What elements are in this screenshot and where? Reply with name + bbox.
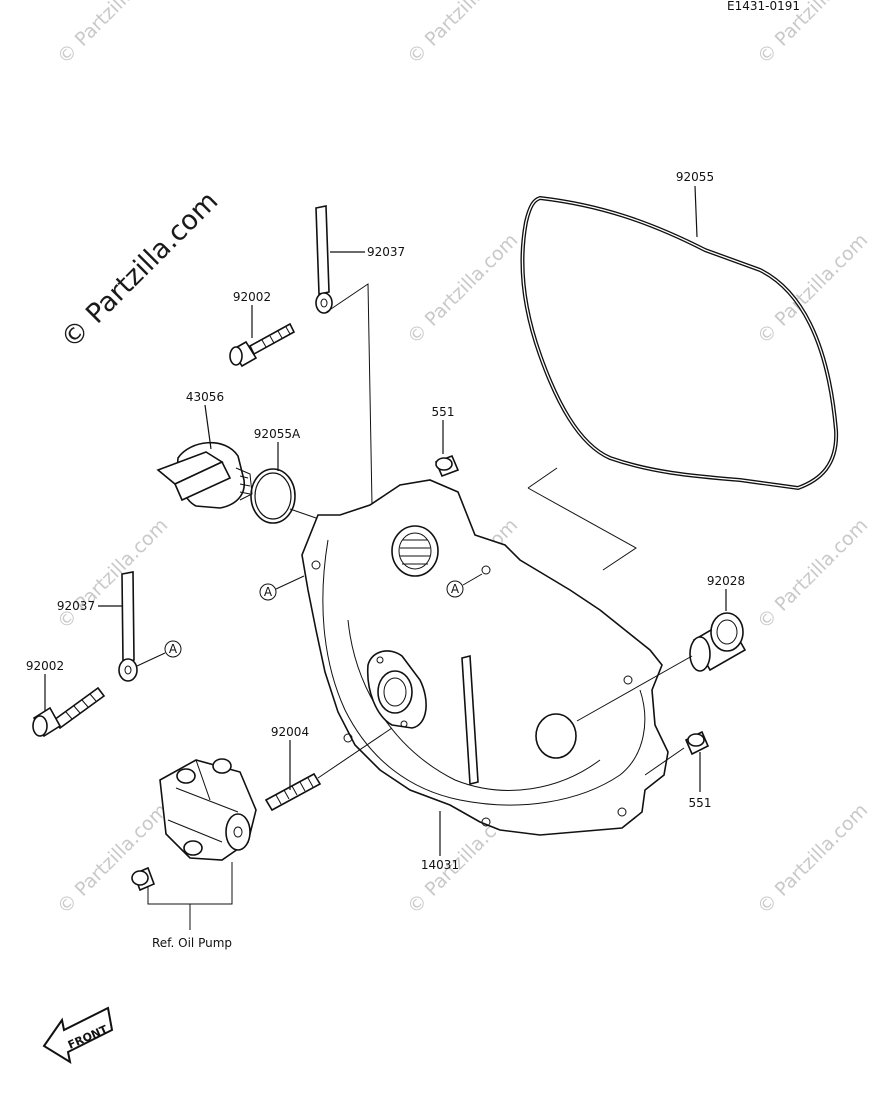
leader-92055: [694, 185, 698, 238]
label-551-right: 551: [689, 796, 712, 810]
label-92004: 92004: [271, 725, 309, 739]
svg-text:A: A: [264, 585, 273, 599]
watermark: © Partzilla.com: [53, 0, 172, 69]
watermark: © Partzilla.com: [753, 799, 872, 918]
gasket-92055: [520, 195, 839, 491]
callout-a-right: A: [446, 573, 483, 598]
strap-92037-top: [315, 205, 333, 314]
bushing-92028: [689, 612, 747, 672]
bolt-92002-top: [229, 322, 296, 368]
assembly-line-dowel: [644, 747, 685, 776]
dowel-551-top: [434, 454, 460, 478]
alignment-line: [527, 467, 637, 571]
label-92055: 92055: [676, 170, 714, 184]
label-43056: 43056: [186, 390, 224, 404]
leader-92037-route: [324, 283, 373, 506]
label-92002-left: 92002: [26, 659, 64, 673]
label-92028: 92028: [707, 574, 745, 588]
strap-92037-left: [118, 571, 138, 682]
bracket-oil-pump: [147, 862, 233, 905]
label-92037-left: 92037: [57, 599, 95, 613]
label-92002-top: 92002: [233, 290, 271, 304]
engine-cover-14031: [301, 479, 669, 836]
label-92055A: 92055A: [254, 427, 301, 441]
label-ref-oil-pump: Ref. Oil Pump: [152, 936, 232, 950]
oil-pump: [159, 758, 257, 861]
label-551-top: 551: [432, 405, 455, 419]
watermark: © Partzilla.com: [403, 0, 522, 69]
assembly-line-bushing: [576, 655, 693, 722]
label-92037-top: 92037: [367, 245, 405, 259]
filler-cap-43056: [156, 441, 253, 509]
callout-a-strap: A: [136, 640, 182, 667]
svg-text:A: A: [451, 582, 460, 596]
watermark: © Partzilla.com: [53, 799, 172, 918]
leader-43056: [204, 404, 212, 450]
dowel-551-right: [684, 730, 710, 756]
watermark: © Partzilla.com: [753, 514, 872, 633]
watermark-large: © Partzilla.com: [55, 186, 224, 355]
label-14031: 14031: [421, 858, 459, 872]
front-arrow: FRONT: [42, 1006, 114, 1065]
callout-a-left: A: [259, 575, 305, 601]
watermark: © Partzilla.com: [403, 229, 522, 348]
watermark: © Partzilla.com: [53, 514, 172, 633]
stud-92004: [264, 772, 322, 812]
oil-pump-spacer: [131, 866, 156, 892]
o-ring-92055A: [250, 468, 296, 524]
svg-text:A: A: [169, 642, 178, 656]
bolt-92002-left: [32, 686, 106, 738]
reference-code: E1431-0191: [727, 0, 800, 13]
assembly-line-stud: [317, 727, 393, 779]
